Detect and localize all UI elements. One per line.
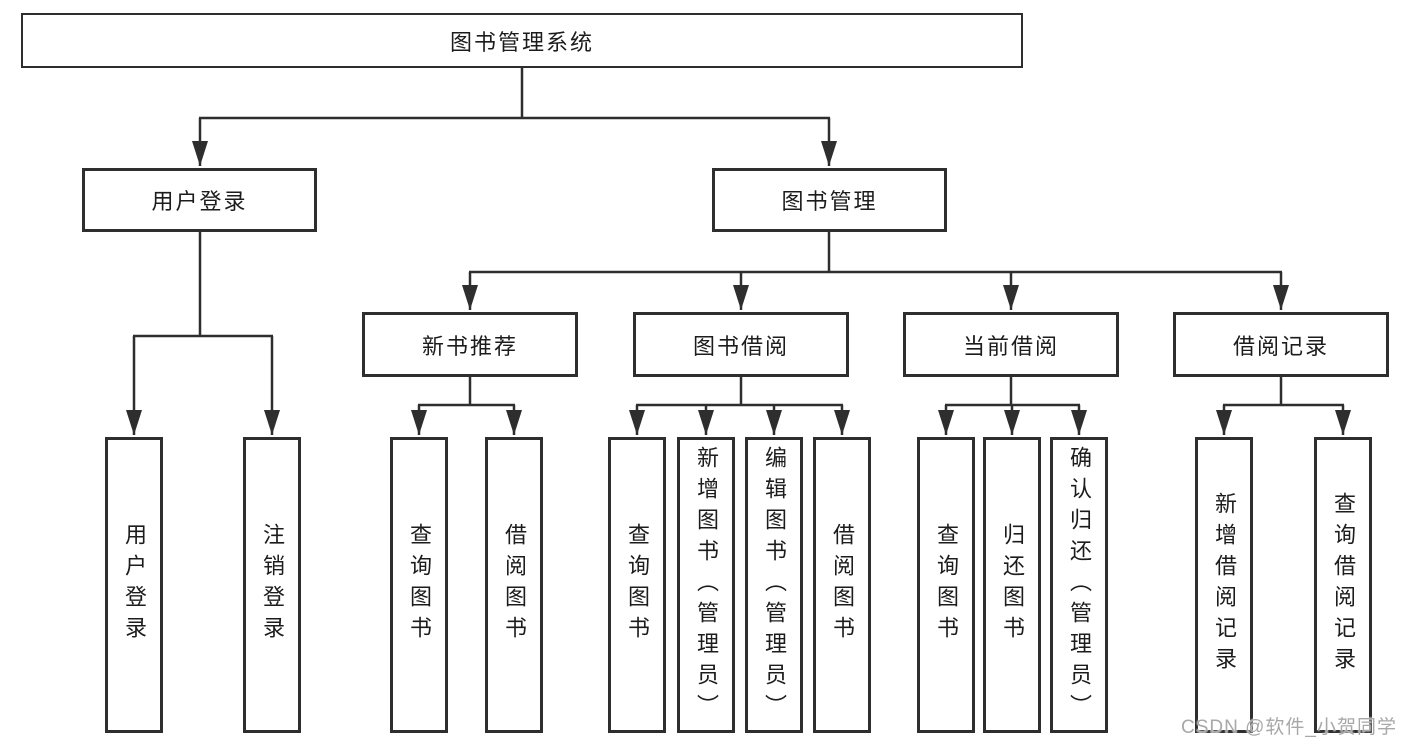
node-label: 图书借阅 bbox=[692, 333, 789, 359]
leaf-confirm-return-admin: 确认归还（管理员） bbox=[1050, 437, 1108, 733]
node-label: 用户登录 bbox=[151, 189, 248, 214]
node-root-system: 图书管理系统 bbox=[21, 13, 1023, 68]
leaf-add-book-admin: 新增图书（管理员） bbox=[677, 437, 735, 733]
node-book-borrow: 图书借阅 bbox=[633, 312, 849, 377]
leaf-edit-book-admin: 编辑图书（管理员） bbox=[745, 437, 803, 733]
leaf-borrow-book: 借阅图书 bbox=[813, 437, 871, 733]
node-label: 借阅记录 bbox=[1232, 333, 1329, 359]
leaf-user-login: 用户登录 bbox=[105, 437, 163, 733]
leaf-query-borrow-record: 查询借阅记录 bbox=[1314, 437, 1372, 733]
node-label: 查询借阅记录 bbox=[1331, 492, 1356, 678]
node-label: 查询图书 bbox=[407, 523, 432, 647]
node-label: 借阅图书 bbox=[502, 523, 527, 647]
node-label: 归还图书 bbox=[1000, 523, 1025, 647]
leaf-return-book: 归还图书 bbox=[983, 437, 1041, 733]
leaf-add-borrow-record: 新增借阅记录 bbox=[1195, 437, 1253, 733]
node-book-management: 图书管理 bbox=[712, 168, 947, 232]
node-label: 新书推荐 bbox=[421, 333, 518, 359]
leaf-recommend-borrow-book: 借阅图书 bbox=[485, 437, 543, 733]
csdn-watermark: CSDN @软件_小贺同学 bbox=[1181, 717, 1397, 738]
leaf-current-query-book: 查询图书 bbox=[917, 437, 975, 733]
node-label: 查询图书 bbox=[625, 523, 650, 647]
node-user-login: 用户登录 bbox=[82, 168, 317, 232]
node-label: 新增图书（管理员） bbox=[694, 445, 719, 725]
node-label: 当前借阅 bbox=[962, 333, 1059, 359]
node-new-book-recommend: 新书推荐 bbox=[362, 312, 578, 377]
leaf-logout: 注销登录 bbox=[243, 437, 301, 733]
node-label: 借阅图书 bbox=[830, 523, 855, 647]
node-label: 用户登录 bbox=[122, 523, 147, 647]
node-label: 新增借阅记录 bbox=[1212, 492, 1237, 678]
node-label: 图书管理系统 bbox=[449, 29, 594, 55]
node-borrow-record: 借阅记录 bbox=[1173, 312, 1389, 377]
node-label: 注销登录 bbox=[260, 523, 285, 647]
node-label: 确认归还（管理员） bbox=[1067, 445, 1092, 725]
node-label: 查询图书 bbox=[934, 523, 959, 647]
leaf-recommend-query-book: 查询图书 bbox=[390, 437, 448, 733]
leaf-borrow-query-book: 查询图书 bbox=[608, 437, 666, 733]
node-label: 编辑图书（管理员） bbox=[762, 445, 787, 725]
node-label: 图书管理 bbox=[781, 189, 878, 214]
node-current-borrow: 当前借阅 bbox=[903, 312, 1119, 377]
